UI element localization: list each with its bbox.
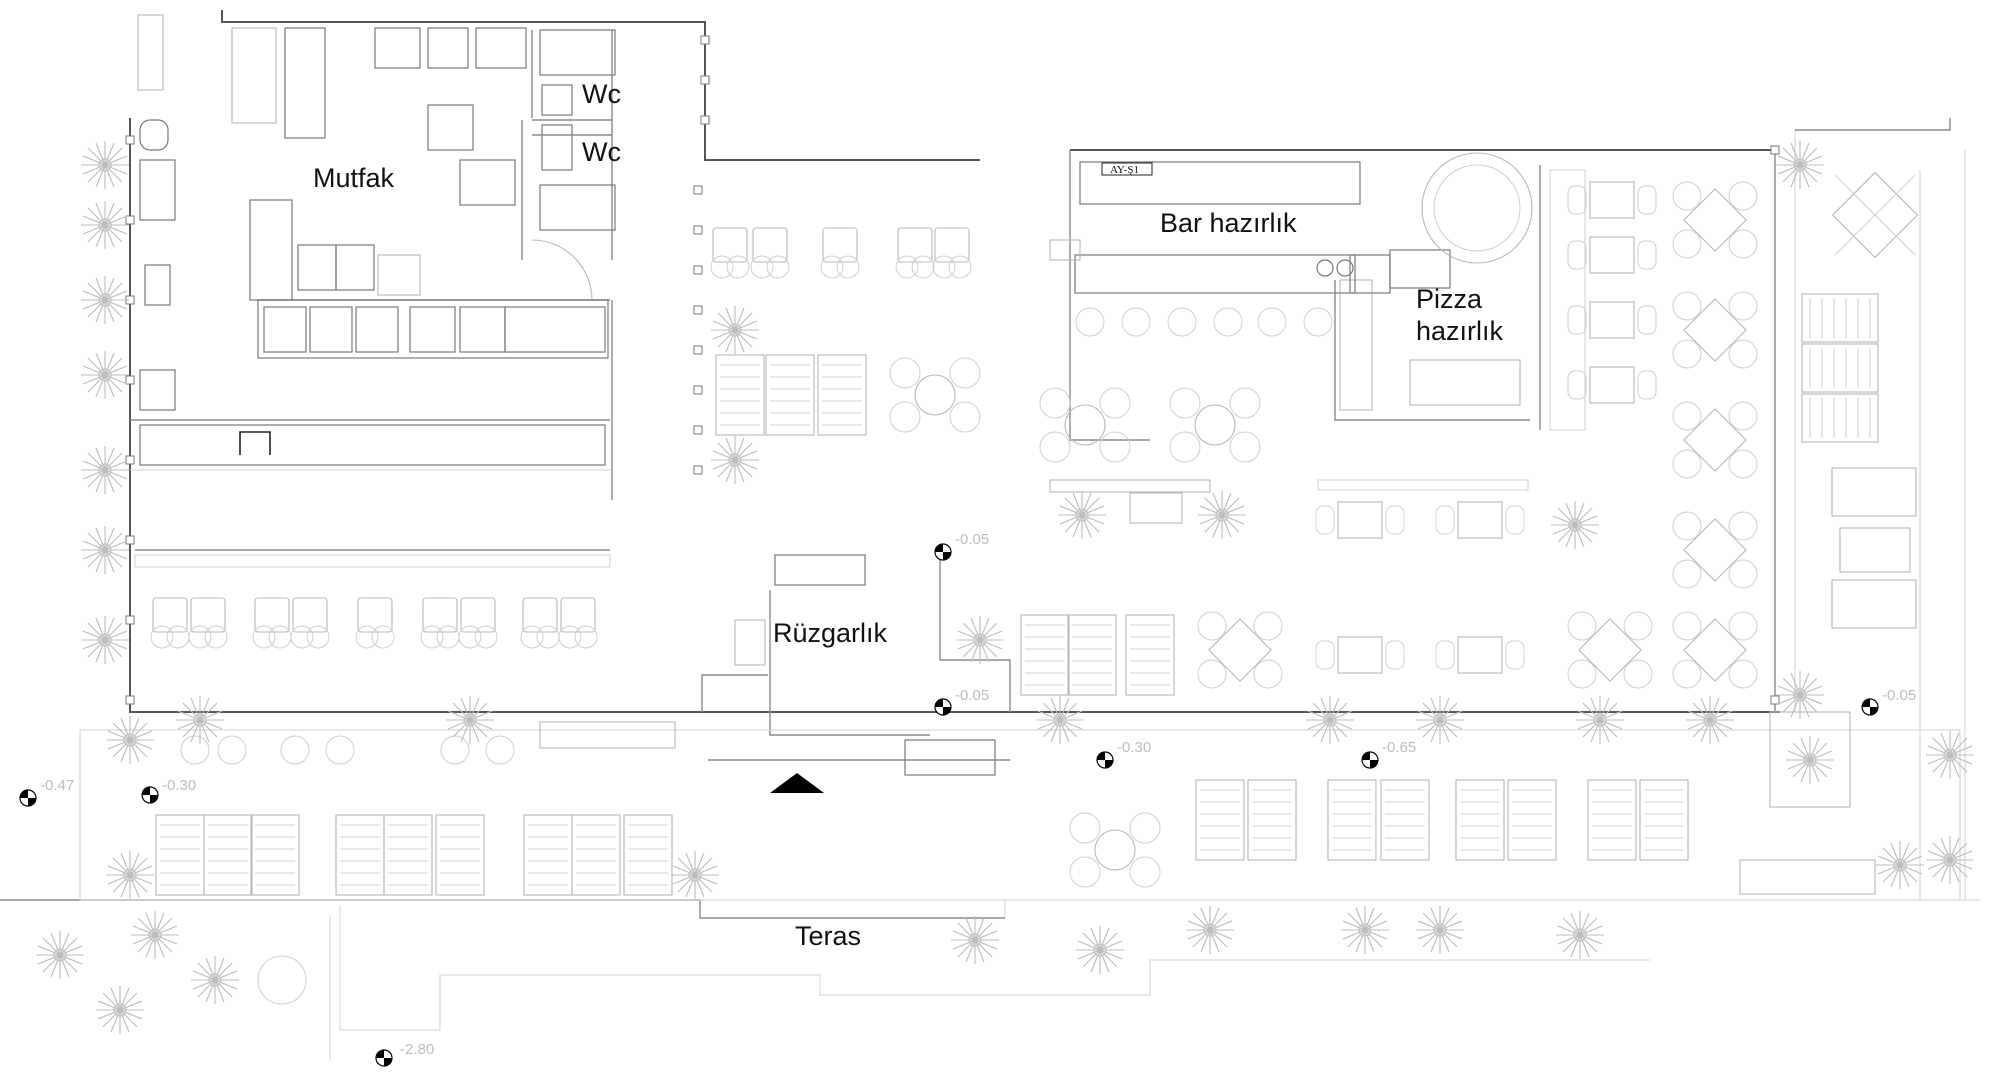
pizza-label-line-1: Pizza — [1416, 284, 1483, 314]
level-label: -0.30 — [162, 777, 196, 794]
room-label-bar-hazirlik: Bar hazırlık — [1160, 208, 1297, 238]
square-tables — [1315, 181, 1657, 674]
round-tables — [889, 357, 1261, 888]
equipment-tag-box — [1101, 162, 1153, 176]
equipment-tag: AY-Ş1 — [1110, 164, 1139, 176]
room-label-wc-2: Wc — [582, 137, 621, 167]
level-labels: -0.47 -0.30 -0.05 -0.05 -0.30 -0.65 -0.0… — [40, 531, 1916, 1058]
level-label: -0.30 — [1117, 739, 1151, 756]
room-label-wc-1: Wc — [582, 79, 621, 109]
facade-piers — [125, 35, 1780, 705]
bar-counters — [1049, 152, 1586, 431]
level-label: -0.05 — [955, 687, 989, 704]
room-label-ruzgarlik: Rüzgarlık — [773, 618, 888, 648]
corner-table — [1831, 171, 1919, 259]
level-label: -0.05 — [1882, 687, 1916, 704]
bar-stools — [1075, 307, 1333, 337]
lounge-benches — [715, 293, 1917, 696]
diamond-tables — [1197, 181, 1758, 689]
pizza-label-line-2: hazırlık — [1416, 316, 1504, 346]
level-label: -0.05 — [955, 531, 989, 548]
terrace-round-seats — [180, 735, 515, 765]
kitchen-counter-seats — [150, 597, 598, 649]
level-markers — [19, 543, 1879, 1067]
level-label: -0.65 — [1382, 739, 1416, 756]
terrace-benches — [155, 721, 1876, 896]
planters — [257, 554, 1851, 1005]
level-label: -0.47 — [40, 777, 74, 794]
room-label-mutfak: Mutfak — [313, 163, 395, 193]
level-label: -2.80 — [400, 1041, 434, 1058]
wc-fixtures — [532, 29, 616, 231]
walls — [0, 10, 1980, 1060]
entrance-arrow — [770, 773, 824, 793]
kitchen-equipment — [137, 14, 609, 466]
dining-chairs-north — [710, 227, 972, 279]
room-label-teras: Teras — [795, 921, 861, 951]
